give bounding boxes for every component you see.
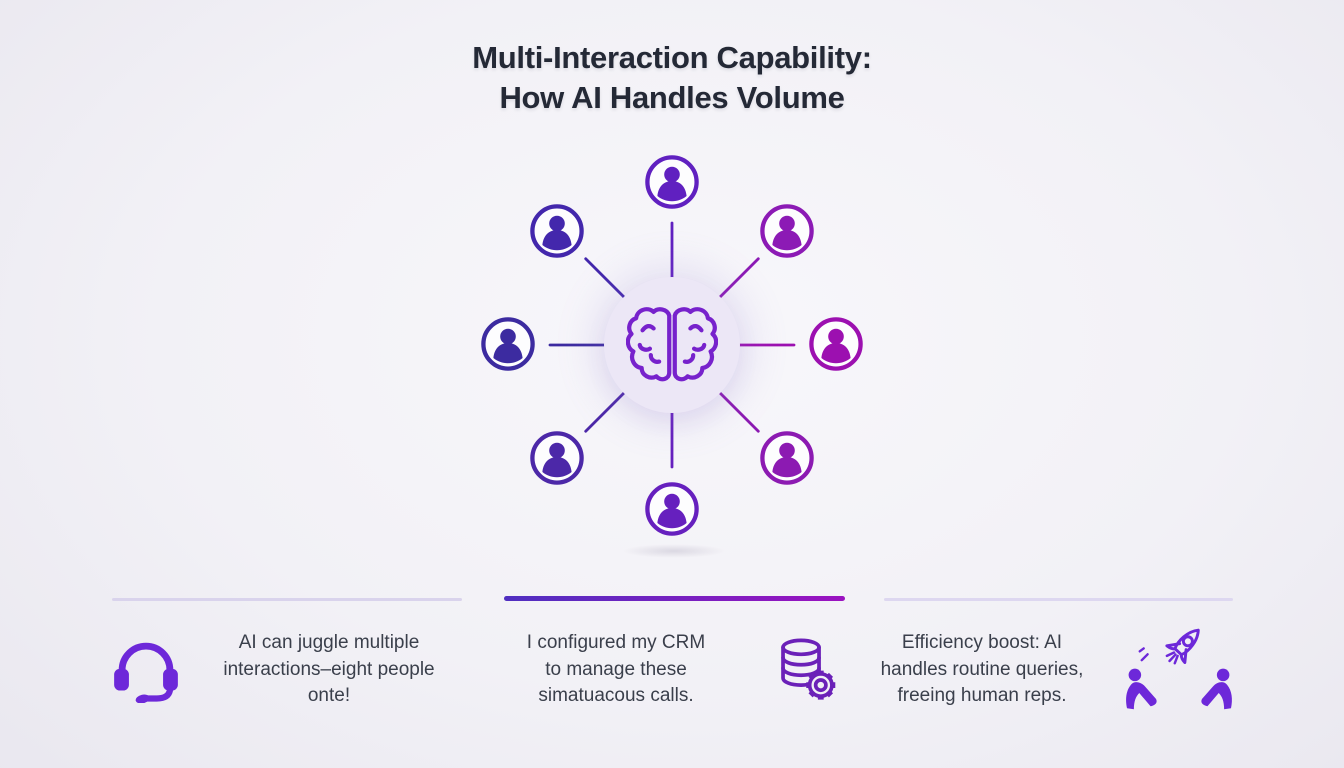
caller-node-bottom-right (759, 430, 815, 486)
connector-line (715, 257, 760, 302)
person-icon (759, 430, 815, 486)
page-title-line2: How AI Handles Volume (499, 80, 845, 115)
page-title-line1: Multi-Interaction Capability: (472, 40, 872, 75)
caller-node-bottom (644, 481, 700, 537)
footer-item-crm: I configured my CRM to manage these sima… (502, 616, 845, 724)
footer-text-crm: I configured my CRM to manage these sima… (526, 632, 706, 707)
connector-line (584, 388, 629, 433)
divider-middle (504, 596, 845, 601)
divider-left (112, 598, 462, 601)
caller-node-right (808, 316, 864, 372)
ai-hub (604, 277, 740, 413)
person-icon (759, 203, 815, 259)
person-icon (644, 481, 700, 537)
footer-text-efficiency: Efficiency boost: AI handles routine que… (880, 632, 1084, 707)
caller-node-top (644, 154, 700, 210)
database-gear-icon (771, 634, 845, 706)
caller-node-top-left (529, 203, 585, 259)
rocket-relaxing-people-icon (1122, 619, 1236, 721)
caller-node-bottom-left (529, 430, 585, 486)
person-icon (480, 316, 536, 372)
connector-line (584, 257, 629, 302)
person-icon (644, 154, 700, 210)
divider-right (884, 598, 1233, 601)
diagram-shadow (622, 544, 726, 558)
footer-item-efficiency: Efficiency boost: AI handles routine que… (854, 616, 1236, 724)
person-icon (808, 316, 864, 372)
connector-line (715, 388, 760, 433)
footer-item-multitask: AI can juggle multiple interactions–eigh… (106, 616, 462, 724)
caller-node-top-right (759, 203, 815, 259)
footer-text-multitask: AI can juggle multiple interactions–eigh… (223, 632, 435, 707)
brain-icon (626, 301, 718, 389)
person-icon (529, 203, 585, 259)
person-icon (529, 430, 585, 486)
headset-icon (106, 637, 186, 703)
page-title: Multi-Interaction Capability: How AI Han… (0, 38, 1344, 118)
caller-node-left (480, 316, 536, 372)
